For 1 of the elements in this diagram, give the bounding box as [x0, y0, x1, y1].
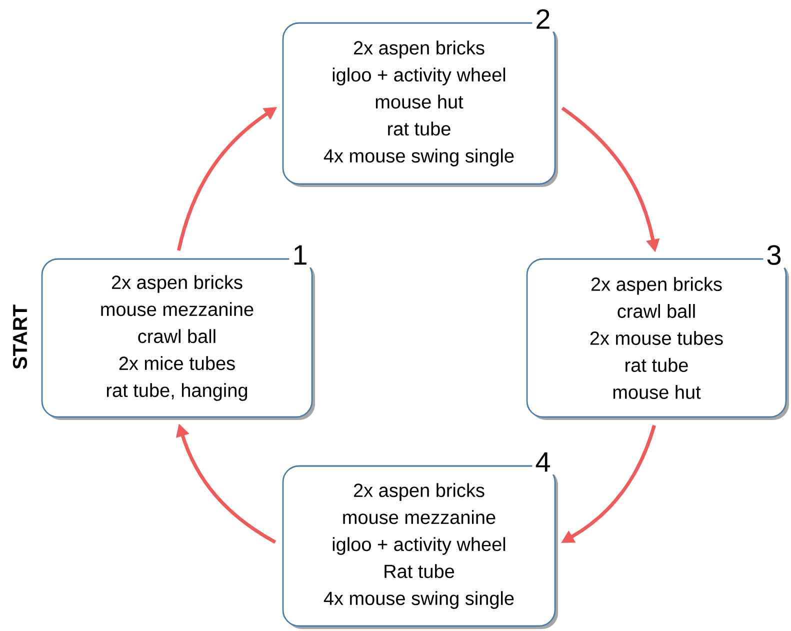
- start-label: START: [12, 304, 28, 369]
